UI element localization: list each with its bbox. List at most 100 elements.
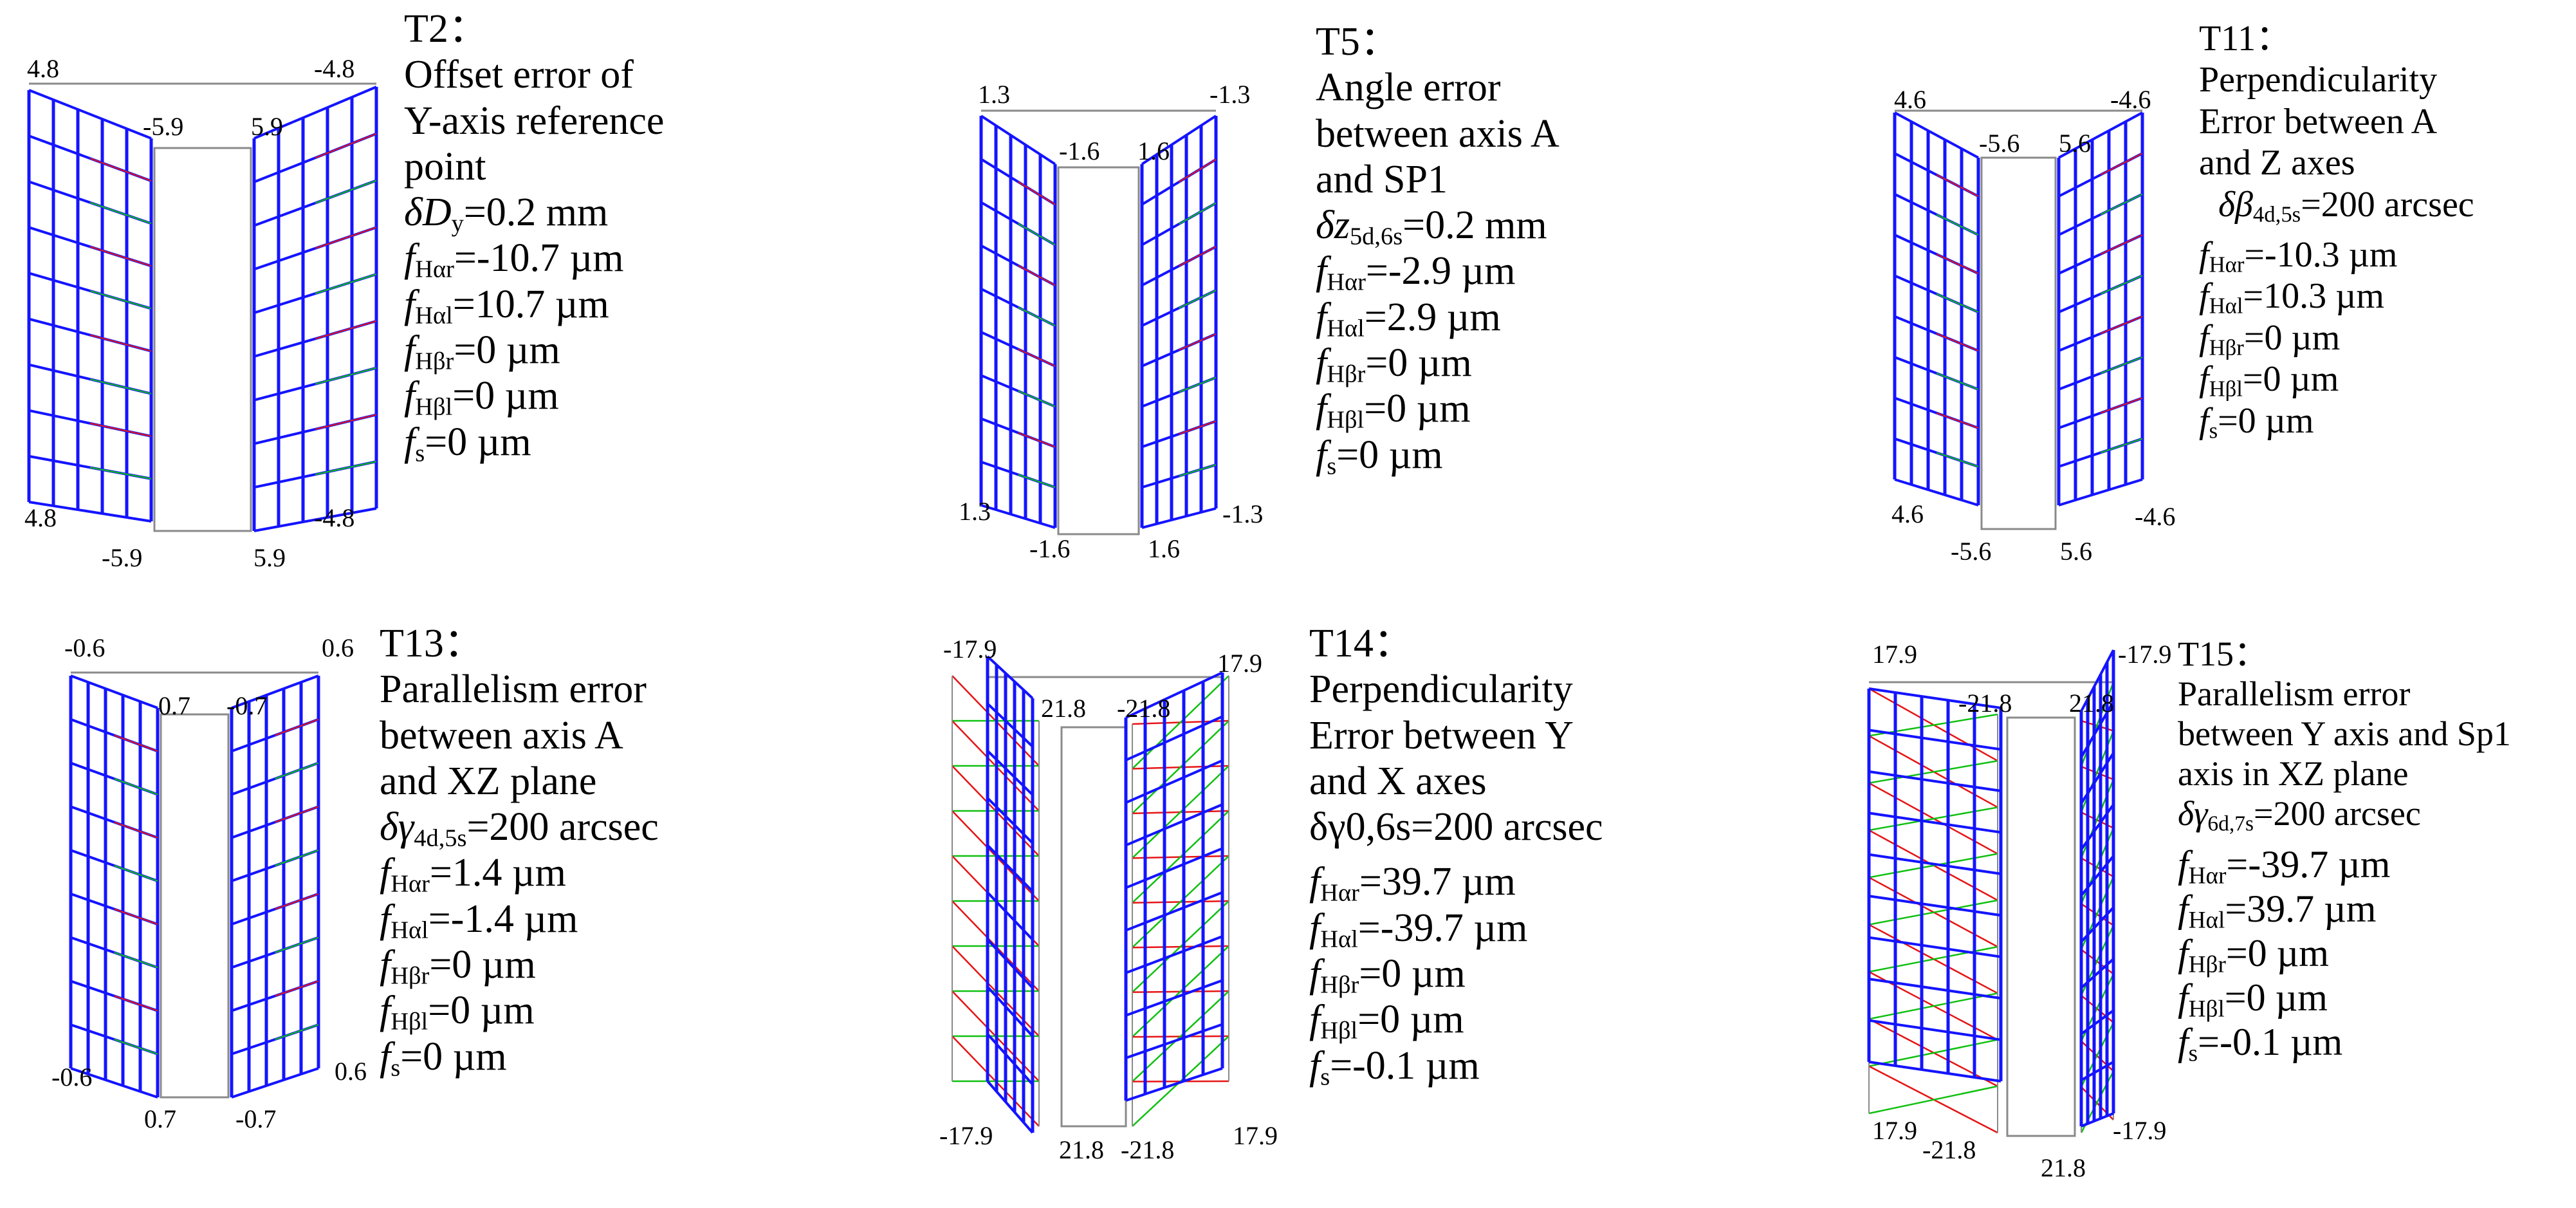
mesh-edge-line	[89, 334, 152, 352]
mesh-edge-line	[275, 936, 319, 953]
panel-title: T2：	[404, 7, 488, 51]
mesh-row-line	[1868, 729, 2001, 751]
error-hβr: fHβr=0 µm	[1309, 952, 1466, 999]
error-hβr: fHβr=0 µm	[380, 943, 536, 990]
undeformed-diagonal	[1132, 720, 1229, 814]
mesh-edge-line	[2100, 397, 2143, 414]
error-hβl: fHβl=0 µm	[404, 374, 559, 421]
label-outer-top-left: -0.6	[64, 633, 105, 662]
error-hαl: fHαl=10.3 µm	[2199, 276, 2384, 319]
error-hβr: fHβr=0 µm	[2199, 317, 2341, 360]
mesh-edge-line	[1017, 181, 1056, 205]
label-outer-top-right: 17.9	[1217, 649, 1262, 678]
description-t15: T15： Parallelism error between Y axis an…	[2178, 634, 2511, 1066]
mesh-edge-line	[1179, 420, 1217, 435]
undeformed-diagonal	[1868, 759, 1998, 784]
mesh-edge-line	[2100, 234, 2143, 255]
label-inner-top-left: -5.6	[1979, 129, 2019, 158]
mesh-edge-line	[275, 893, 319, 910]
mesh-edge-line	[114, 1039, 158, 1055]
mesh-row-line	[253, 86, 377, 140]
description-line: Offset error of	[404, 53, 634, 97]
mesh-edge-line	[315, 274, 377, 295]
label-inner-top-right: 5.9	[251, 112, 283, 141]
deformation-diagram-t15: 17.9 -17.9 -21.8 21.8 17.9 -17.9 -21.8 2…	[1867, 640, 2171, 1182]
mesh-row-line	[231, 674, 319, 709]
mesh-row-line	[986, 891, 1034, 941]
mesh-edge-line	[1018, 223, 1056, 246]
error-hαr: fHαr=-10.3 µm	[2199, 234, 2398, 277]
undeformed-diagonal	[1868, 899, 1998, 925]
deformation-diagram-t11: 4.6 -4.6 -5.6 5.6 4.6 -4.6 -5.6 5.6	[1891, 85, 2175, 566]
undeformed-diagonal	[1868, 806, 1998, 832]
description-line: Angle error	[1316, 66, 1501, 110]
error-s: fs=0 µm	[1316, 432, 1443, 480]
mesh-row-line	[2080, 958, 2115, 989]
mesh-edge-line	[1018, 390, 1056, 407]
mesh-edge-line	[1178, 158, 1217, 183]
description-line: Error between Y	[1309, 713, 1574, 757]
mesh-row-line	[1125, 671, 1223, 719]
mesh-edge-line	[1179, 202, 1217, 225]
mesh-edge-line	[275, 980, 319, 997]
label-inner-bottom-right: 21.8	[2041, 1153, 2086, 1182]
label-inner-top-left: -1.6	[1059, 136, 1099, 165]
mesh-row-line	[986, 702, 1034, 748]
label-inner-bottom-right: -21.8	[1121, 1135, 1174, 1164]
error-hβl: fHβl=0 µm	[1309, 998, 1464, 1045]
mesh-edge-line	[1936, 452, 1979, 467]
mesh-row-line	[1868, 1061, 2001, 1083]
label-outer-top-left: 1.3	[978, 80, 1010, 109]
mesh-row-line	[1125, 759, 1223, 804]
deformation-diagram-t2: 4.8 -4.8 -5.9 5.9 4.8 -4.8 -5.9 5.9	[24, 54, 378, 572]
label-inner-top-right: 5.6	[2059, 129, 2091, 158]
mesh-row-line	[2081, 1061, 2114, 1082]
mesh-edge-line	[89, 290, 152, 310]
panel-title: T11：	[2199, 19, 2292, 59]
mesh-row-line	[1868, 687, 2001, 709]
description-line: and XZ plane	[380, 759, 597, 803]
panel-title: T15：	[2178, 635, 2268, 673]
parameter-line: δγ6d,7s=200 arcsec	[2178, 794, 2421, 836]
mesh-row-line	[986, 750, 1034, 796]
error-hαr: fHαr=39.7 µm	[1309, 860, 1516, 907]
panel-t15: 17.9 -17.9 -21.8 21.8 17.9 -17.9 -21.8 2…	[1853, 618, 2576, 1208]
label-outer-bottom-left: 4.6	[1891, 499, 1924, 528]
label-inner-top-left: -21.8	[1958, 689, 2012, 718]
parameter-line: δγ4d,5s=200 arcsec	[380, 805, 659, 852]
label-outer-bottom-left: 1.3	[959, 497, 991, 526]
error-hαl: fHαl=10.7 µm	[404, 282, 609, 330]
reference-frame-inner	[1057, 166, 1140, 535]
mesh-edge-line	[1018, 265, 1056, 286]
error-s: fs=0 µm	[2199, 400, 2314, 443]
deformation-diagram-t5: 1.3 -1.3 -1.6 1.6 1.3 -1.3 -1.6 1.6	[959, 80, 1263, 563]
mesh-edge-line	[275, 718, 319, 736]
mesh-row-line	[2058, 111, 2143, 159]
label-outer-bottom-left: -0.6	[51, 1063, 92, 1092]
mesh-edge-line	[275, 806, 319, 823]
undeformed-diagonal	[1132, 855, 1229, 949]
mesh-edge-line	[89, 467, 152, 479]
panel-t5: 1.3 -1.3 -1.6 1.6 1.3 -1.3 -1.6 1.6 T5： …	[926, 0, 1763, 605]
mesh-edge-line	[114, 995, 158, 1012]
label-inner-bottom-right: -0.7	[235, 1104, 276, 1133]
label-inner-bottom-left: 21.8	[1059, 1135, 1104, 1164]
error-hαl: fHαl=-1.4 µm	[380, 897, 578, 944]
mesh-row-line	[1868, 978, 2001, 1000]
panel-t14: -17.9 17.9 21.8 -21.8 -17.9 17.9 21.8 -2…	[926, 618, 1763, 1208]
reference-frame-inner	[160, 713, 230, 1099]
label-outer-top-left: -17.9	[943, 635, 997, 664]
parameter-line: δDy=0.2 mm	[404, 190, 609, 237]
mesh-row-line	[70, 1067, 158, 1099]
undeformed-diagonal	[1868, 945, 1998, 973]
panel-title: T5：	[1316, 20, 1400, 64]
error-hαl: fHαl=39.7 µm	[2178, 887, 2377, 934]
panel-title: T14：	[1309, 622, 1413, 665]
label-outer-top-right: -4.8	[314, 54, 354, 83]
mesh-edge-line	[275, 762, 319, 779]
description-line: between axis A	[1316, 111, 1559, 156]
mesh-row-line	[986, 1033, 1034, 1086]
label-outer-bottom-right: -1.3	[1222, 499, 1263, 528]
label-inner-top-right: -0.7	[226, 691, 267, 720]
mesh-row-line	[2081, 1112, 2114, 1128]
